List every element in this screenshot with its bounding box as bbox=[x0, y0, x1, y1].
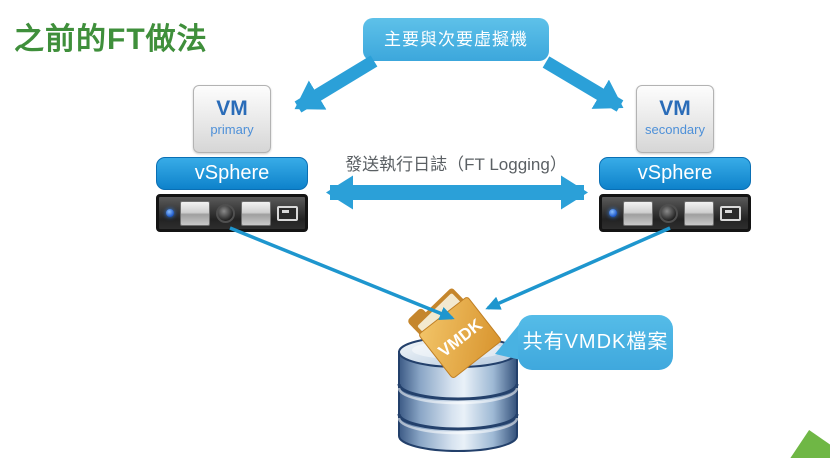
arrow-banner-to-left-host bbox=[294, 55, 378, 113]
port-icon bbox=[277, 205, 298, 221]
port-icon bbox=[720, 205, 741, 221]
shared-storage-icon: VMDK bbox=[396, 284, 522, 458]
vmdk-callout-label: 共有VMDK檔案 bbox=[522, 331, 669, 353]
knob-icon bbox=[216, 203, 235, 223]
vm-chip-secondary: VM secondary bbox=[636, 85, 714, 153]
host-left: VM primary vSphere bbox=[156, 85, 308, 232]
power-led-icon bbox=[609, 209, 617, 217]
vm-pair-banner-label: 主要與次要虛擬機 bbox=[384, 30, 528, 49]
server-icon-right bbox=[599, 194, 751, 232]
host-right: VM secondary vSphere bbox=[599, 85, 751, 232]
ft-logging-label: 發送執行日誌（FT Logging） bbox=[345, 155, 567, 174]
power-led-icon bbox=[166, 209, 174, 217]
vm-secondary-role: secondary bbox=[645, 122, 705, 137]
drive-bay-icon bbox=[684, 200, 714, 226]
vm-chip-primary: VM primary bbox=[193, 85, 271, 153]
slide-title: 之前的FT做法 bbox=[14, 23, 208, 56]
drive-bay-icon bbox=[180, 200, 210, 226]
vm-pair-banner: 主要與次要虛擬機 bbox=[363, 18, 549, 61]
server-icon-left bbox=[156, 194, 308, 232]
vmdk-callout: 共有VMDK檔案 bbox=[518, 315, 673, 370]
vm-primary-label: VM bbox=[216, 97, 248, 120]
vsphere-bar-right: vSphere bbox=[599, 157, 751, 190]
drive-bay-icon bbox=[241, 200, 271, 226]
disk-stack-icon: VMDK bbox=[397, 288, 519, 452]
corner-accent-triangle bbox=[790, 430, 830, 458]
vsphere-bar-left: vSphere bbox=[156, 157, 308, 190]
vm-primary-role: primary bbox=[210, 122, 254, 137]
drive-bay-icon bbox=[623, 200, 653, 226]
vm-secondary-label: VM bbox=[659, 97, 691, 120]
knob-icon bbox=[659, 203, 678, 223]
